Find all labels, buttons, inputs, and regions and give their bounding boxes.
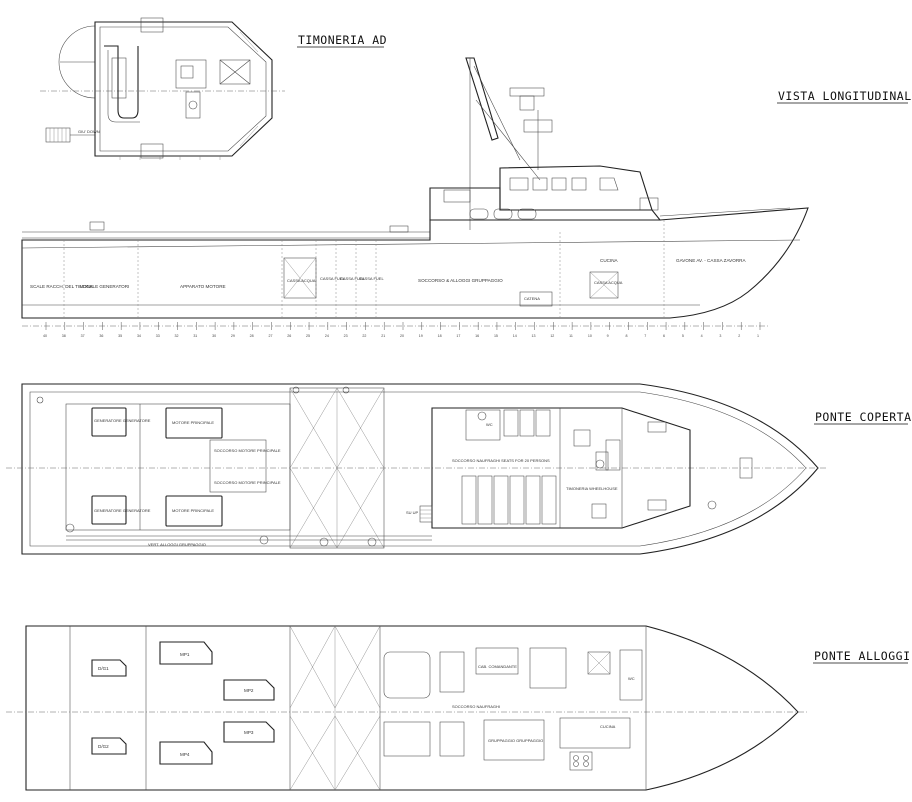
- frame-number: 35: [118, 334, 122, 338]
- frame-number: 27: [268, 334, 272, 338]
- frame-number: 14: [513, 334, 517, 338]
- accommodation-engine-mp1: MP1: [180, 652, 190, 657]
- profile-compartment-chain: CATENA: [524, 296, 540, 301]
- accommodation-engine-mp2: MP2: [244, 688, 254, 693]
- accommodation-galley: CUCINA: [600, 724, 616, 729]
- main-deck-survivors-seats: SOCCORSO NAUFRAGHI SEATS FOR 20 PERSONS: [452, 458, 550, 463]
- accommodation-deck-plan: D/G1 D/G2 MP1 MP2 MP3 MP4 CAB. COMANDANT…: [6, 625, 808, 791]
- profile-view-title: VISTA LONGITUDINALE: [778, 89, 912, 103]
- frame-number: 21: [381, 334, 385, 338]
- frame-number: 29: [231, 334, 235, 338]
- frame-number: 33: [156, 334, 160, 338]
- frame-number: 18: [438, 334, 442, 338]
- main-deck-generator-2: GENERATORE GENERATORE: [94, 508, 151, 513]
- frame-number: 32: [175, 334, 179, 338]
- frame-number: 10: [588, 334, 592, 338]
- frame-number: 9: [607, 334, 609, 338]
- main-deck-plan: GENERATORE GENERATORE MOTORE PRINCIPALE …: [6, 383, 828, 555]
- frame-number: 26: [287, 334, 291, 338]
- main-deck-stair-up: SU UP: [406, 510, 419, 515]
- wheelhouse-stair-label: GIU' DOWN: [78, 129, 100, 134]
- main-deck-rescue-engine-1: SOCCORSO MOTORE PRINCIPALE: [214, 448, 281, 453]
- frame-number: 36: [99, 334, 103, 338]
- profile-compartment-fuel-3: CASSA FUEL: [359, 276, 384, 281]
- frame-number: 5: [682, 334, 684, 338]
- profile-compartment-rescue-crew: SOCCORSO & ALLOGGI GRUPPAGGIO: [418, 278, 503, 283]
- main-deck-wc: WC: [486, 422, 493, 427]
- frame-number: 31: [193, 334, 197, 338]
- frame-number: 20: [400, 334, 404, 338]
- frame-number: 6: [663, 334, 665, 338]
- frame-number: 22: [362, 334, 366, 338]
- frame-number: 13: [532, 334, 536, 338]
- accommodation-tank-dg2: D/G2: [98, 744, 109, 749]
- main-deck-main-engine-2: MOTORE PRINCIPALE: [172, 508, 214, 513]
- frame-number: 25: [306, 334, 310, 338]
- frame-number: 40: [43, 334, 47, 338]
- main-deck-crew-label: VERT. ALLOGGI GRUPPAGGIO: [148, 542, 206, 547]
- main-deck-rescue-engine-2: SOCCORSO MOTORE PRINCIPALE: [214, 480, 281, 485]
- profile-compartment-water-tank-fwd: CASSA ACQUA: [594, 280, 623, 285]
- frame-number: 3: [719, 334, 721, 338]
- frame-number: 11: [569, 334, 573, 338]
- profile-compartment-steering: SCALE RACCH. DEL TIMONE: [30, 284, 93, 289]
- frame-number: 30: [212, 334, 216, 338]
- profile-compartment-fuel-1: CASSA FUEL: [320, 276, 345, 281]
- main-deck-view-title: PONTE COPERTA: [815, 410, 912, 424]
- accommodation-captain-cabin: CAB. COMANDANTE: [478, 664, 517, 669]
- profile-compartment-generators: LOCALE GENERATORI: [80, 284, 129, 289]
- frame-number: 4: [701, 334, 703, 338]
- frame-number: 12: [550, 334, 554, 338]
- frame-number: 1: [757, 334, 759, 338]
- frame-number: 15: [494, 334, 498, 338]
- profile-compartment-water-tank: CASSA ACQUA: [287, 278, 316, 283]
- main-deck-generator-1: GENERATORE GENERATORE: [94, 418, 151, 423]
- profile-compartment-galley: CUCINA: [600, 258, 619, 263]
- main-deck-main-engine-1: MOTORE PRINCIPALE: [172, 420, 214, 425]
- wheelhouse-view-title: TIMONERIA AD: [298, 33, 387, 47]
- profile-compartment-engine-room: APPARATO MOTORE: [180, 284, 226, 289]
- frame-number: 2: [738, 334, 740, 338]
- frame-number: 8: [625, 334, 627, 338]
- view-titles: TIMONERIA AD VISTA LONGITUDINALE PONTE C…: [297, 33, 912, 664]
- frame-number: 23: [344, 334, 348, 338]
- frame-number: 37: [81, 334, 85, 338]
- accommodation-wc: WC: [628, 676, 635, 681]
- frame-number: 19: [419, 334, 423, 338]
- profile-compartment-forepeak: GAVONE AV. - CASSA ZAVORRA: [676, 258, 746, 263]
- frame-number: 24: [325, 334, 329, 338]
- frame-number: 16: [475, 334, 479, 338]
- frame-number: 38: [62, 334, 66, 338]
- accommodation-engine-mp4: MP4: [180, 752, 190, 757]
- frame-number: 7: [644, 334, 646, 338]
- frame-number: 17: [456, 334, 460, 338]
- profile-compartment-fuel-2: CASSA FUEL: [340, 276, 365, 281]
- accommodation-tank-dg1: D/G1: [98, 666, 109, 671]
- accommodation-engine-mp3: MP3: [244, 730, 254, 735]
- accommodation-deck-view-title: PONTE ALLOGGI: [814, 649, 911, 663]
- frame-number: 34: [137, 334, 141, 338]
- frame-number: 28: [250, 334, 254, 338]
- accommodation-survivors: SOCCORSO NAUFRAGHI: [452, 704, 500, 709]
- wheelhouse-plan: GIU' DOWN: [40, 17, 285, 160]
- profile-view: SCALE RACCH. DEL TIMONE LOCALE GENERATOR…: [21, 57, 809, 338]
- main-deck-wheelhouse: TIMONERIA WHEELHOUSE: [566, 486, 618, 491]
- accommodation-crew: GRUPPAGGIO GRUPPAGGIO: [488, 738, 543, 743]
